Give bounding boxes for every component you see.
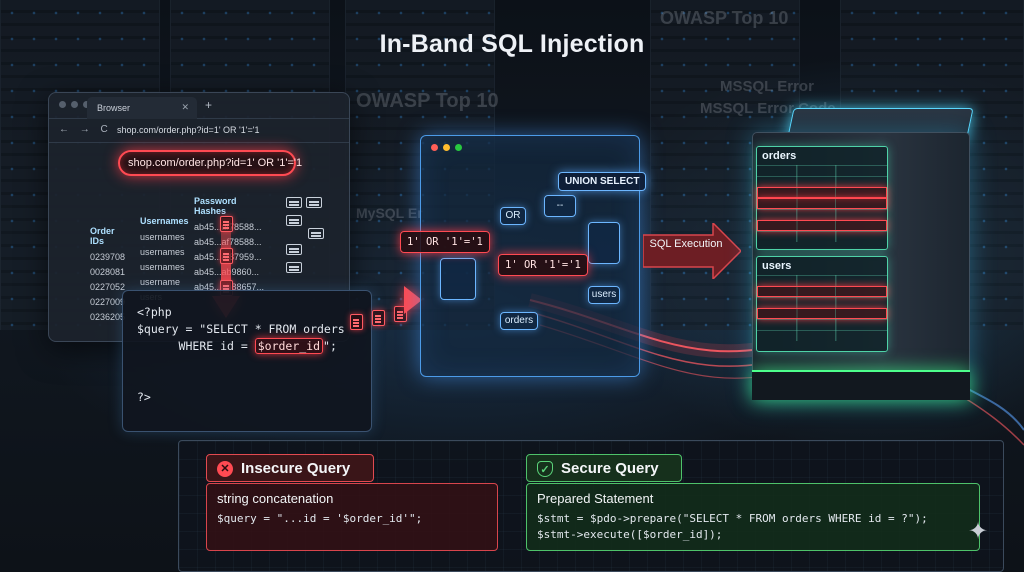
injected-url-highlight: shop.com/order.php?id=1' OR '1'='1 (118, 150, 302, 176)
bg-owasp-label: OWASP Top 10 (660, 8, 789, 28)
browser-tab[interactable]: Browser ✕ (87, 97, 197, 119)
bg-owasp-label: OWASP Top 10 (356, 90, 499, 112)
database-base (752, 370, 970, 400)
secure-query-tag: ✓ Secure Query (526, 454, 682, 482)
error-x-icon: ✕ (217, 461, 233, 477)
table-row (757, 220, 887, 231)
node-or: OR (500, 207, 526, 225)
close-icon[interactable]: ✕ (181, 102, 189, 112)
bg-mysql-label: MySQL Er (356, 205, 423, 221)
insecure-query-code: $query = "...id = '$order_id'"; (217, 512, 423, 525)
browser-tab-bar: Browser ✕ + (49, 93, 349, 119)
table-row (757, 330, 887, 341)
hash-card-icon (286, 197, 302, 208)
table-cell: usernames (140, 262, 185, 272)
table-row (757, 176, 887, 187)
php-code-panel: <?php $query = "SELECT * FROM orders WHE… (122, 290, 372, 432)
node-users: users (588, 286, 620, 304)
table-cell: 0239708 (90, 252, 126, 262)
browser-nav-bar: ← → C shop.com/order.php?id=1' OR '1'='1 (49, 119, 349, 143)
hash-card-icon (308, 228, 324, 239)
secure-query-title: Secure Query (561, 460, 659, 477)
arrow-right-icon (642, 221, 743, 281)
code-line: $query = "SELECT * FROM orders (137, 322, 345, 336)
vulnerable-variable: $order_id (254, 338, 324, 354)
node-table-icon (440, 258, 476, 300)
window-controls (431, 144, 462, 151)
page-title: In-Band SQL Injection (379, 30, 645, 58)
insecure-query-subtitle: string concatenation (217, 491, 334, 506)
hash-card-icon (286, 215, 302, 226)
code-fragment: "; (323, 339, 337, 353)
document-icon (372, 310, 385, 326)
code-line: <?php (137, 305, 172, 319)
secure-query-subtitle: Prepared Statement (537, 491, 654, 506)
node-orders: orders (500, 312, 538, 330)
injected-payload: 1' OR '1'='1 (498, 254, 588, 276)
table-row (757, 187, 887, 198)
code-fragment: WHERE id = (178, 339, 255, 353)
table-row (757, 275, 887, 286)
document-icon (220, 248, 233, 264)
table-cell: username (140, 277, 181, 287)
document-icon (220, 216, 233, 232)
hash-card-icon (286, 262, 302, 273)
address-bar[interactable]: shop.com/order.php?id=1' OR '1'='1 (117, 125, 260, 135)
table-cell: usernames (140, 232, 185, 242)
node-comment: -- (544, 195, 576, 217)
bg-mssql-label: MSSQL Error (720, 78, 814, 95)
sql-execution-label: SQL Execution (649, 238, 723, 250)
insecure-query-box: string concatenation $query = "...id = '… (206, 483, 498, 551)
hash-card-icon (306, 197, 322, 208)
sparkle-icon: ✦ (968, 518, 989, 545)
document-icon (394, 306, 407, 322)
table-row (757, 209, 887, 220)
code-line: ?> (137, 390, 151, 404)
table-cell: usernames (140, 247, 185, 257)
users-table: users (756, 256, 888, 352)
table-cell: 0236205 (90, 312, 126, 322)
union-select-label: UNION SELECT (558, 172, 647, 191)
injected-payload: 1' OR '1'='1 (400, 231, 490, 253)
column-header: Password Hashes (194, 196, 237, 216)
insecure-query-tag: ✕ Insecure Query (206, 454, 374, 482)
shield-check-icon: ✓ (537, 461, 553, 477)
code-line (137, 356, 357, 373)
table-cell: 0028081 (90, 267, 126, 277)
window-controls (59, 101, 90, 108)
secure-query-box: Prepared Statement $stmt = $pdo->prepare… (526, 483, 980, 551)
sql-execution-arrow: SQL Execution (642, 221, 743, 281)
insecure-query-title: Insecure Query (241, 460, 351, 477)
column-header: Order IDs (90, 226, 115, 246)
nav-arrows-icon[interactable]: ← → C (59, 124, 112, 135)
browser-tab-label: Browser (97, 103, 131, 113)
table-row (757, 297, 887, 308)
table-row (757, 308, 887, 319)
secure-query-code-line: $stmt = $pdo->prepare("SELECT * FROM ord… (537, 512, 928, 525)
new-tab-icon[interactable]: + (205, 98, 213, 112)
node-branch-icon (588, 222, 620, 264)
table-cell: 0227009 (90, 297, 126, 307)
secure-query-code-line: $stmt->execute([$order_id]); (537, 528, 723, 541)
table-row (757, 198, 887, 209)
flow-arrow-right-icon (404, 286, 422, 314)
orders-table: orders (756, 146, 888, 250)
orders-table-label: orders (762, 150, 797, 162)
table-cell: 0227052 (90, 282, 126, 292)
table-row (757, 286, 887, 297)
column-header: Usernames (140, 216, 189, 226)
users-table-label: users (762, 260, 792, 272)
code-line (137, 373, 357, 390)
code-line: WHERE id = $order_id"; (137, 338, 357, 356)
table-row (757, 165, 887, 176)
table-row (757, 319, 887, 330)
hash-card-icon (286, 244, 302, 255)
table-row (757, 231, 887, 242)
document-icon (350, 314, 363, 330)
column-order-ids: Order IDs 0239708 0028081 0227052 022700… (90, 226, 125, 327)
